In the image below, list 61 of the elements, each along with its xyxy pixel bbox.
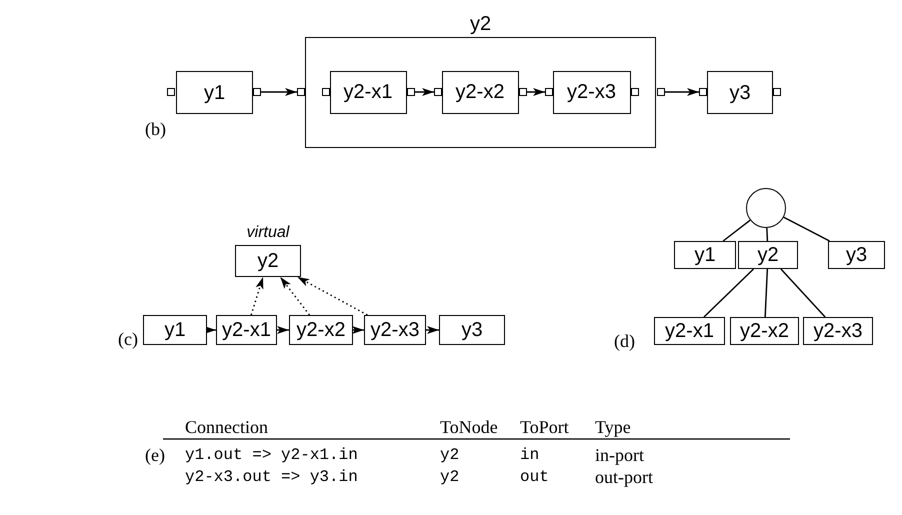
node-box: y1 (143, 315, 207, 345)
node-box: y3 (828, 241, 885, 269)
connector-line (766, 228, 768, 242)
port-square (167, 88, 175, 96)
node-box: y1 (674, 241, 736, 269)
table-cell: in-port (595, 446, 644, 464)
node-box: y1 (176, 71, 253, 114)
table-cell: y1.out => y2-x1.in (185, 447, 358, 463)
port-square (699, 88, 707, 96)
node-box: y2-x3 (552, 70, 630, 114)
port-square (297, 88, 305, 96)
table-cell: out (520, 469, 549, 485)
group-title: y2 (470, 14, 492, 34)
node-box: y2 (738, 241, 798, 269)
port-square (253, 88, 261, 96)
dotted-arrow (297, 276, 368, 316)
node-box: y3 (439, 315, 505, 345)
table-cell: y2 (440, 469, 460, 485)
arrow (261, 88, 297, 96)
connector-line (703, 268, 754, 318)
node-box: y2-x3 (803, 317, 873, 345)
arrow (415, 88, 434, 96)
node-box: y2-x1 (216, 315, 277, 345)
connector-line (764, 268, 768, 318)
node-box: y2-x2 (442, 70, 518, 114)
column-header: Type (595, 418, 631, 436)
port-square (434, 88, 442, 96)
panel-label: (c) (118, 330, 138, 348)
node-box: y2-x2 (730, 317, 799, 345)
port-square (773, 88, 781, 96)
node-annotation: virtual (246, 225, 290, 241)
arrow (277, 326, 289, 334)
node-box: y2 (235, 245, 301, 277)
node-box: y2-x2 (289, 315, 353, 345)
connector-line (722, 220, 751, 242)
arrow (527, 88, 545, 96)
column-header: ToNode (440, 418, 498, 436)
connector-line (780, 268, 826, 318)
panel-label: (e) (145, 446, 165, 464)
node-box: y3 (707, 71, 773, 114)
table-cell: out-port (595, 468, 653, 486)
dotted-arrow (280, 276, 310, 316)
dotted-arrow (250, 276, 264, 316)
port-square (544, 88, 552, 96)
arrow (665, 88, 699, 96)
node-box: y2-x1 (330, 70, 406, 114)
table-cell: in (520, 447, 540, 463)
arrow (352, 326, 364, 334)
node-box: y2-x3 (364, 315, 426, 345)
root-circle (746, 188, 786, 228)
node-box: y2-x1 (654, 317, 725, 345)
table-cell: y2-x3.out => y3.in (185, 469, 358, 485)
arrow (426, 326, 439, 334)
column-header: Connection (185, 418, 268, 436)
table-cell: y2 (440, 447, 460, 463)
column-header: ToPort (520, 418, 569, 436)
panel-label: (b) (145, 120, 166, 138)
connector-line (783, 216, 830, 242)
panel-label: (d) (614, 332, 635, 350)
port-square (322, 88, 330, 96)
port-square (657, 88, 665, 96)
